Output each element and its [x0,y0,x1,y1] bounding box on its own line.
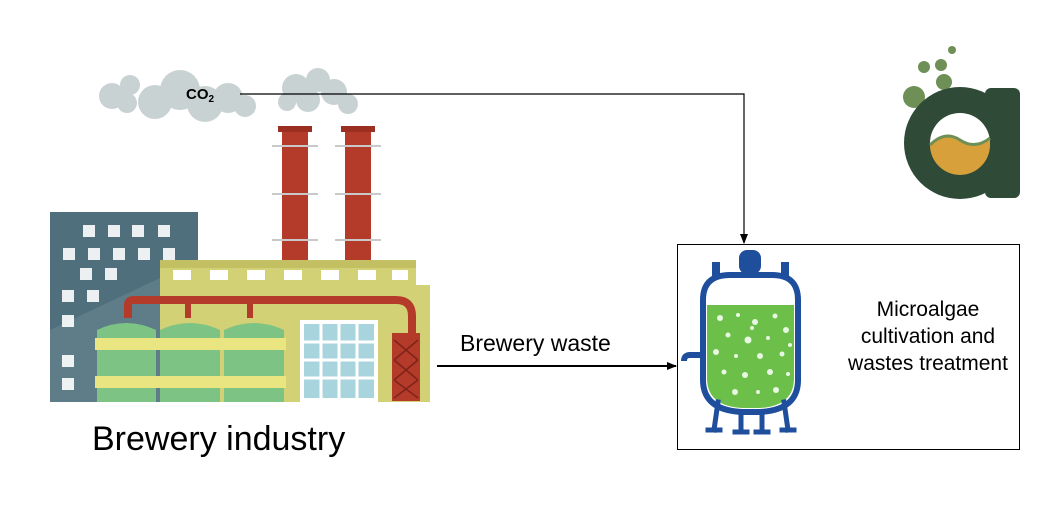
microalgae-process-label: Microalgae cultivation and wastes treatm… [838,296,1018,377]
process-label-line: wastes treatment [848,352,1008,375]
process-label-line: Microalgae [876,298,980,321]
factory-icon [50,126,430,402]
brewery-waste-label: Brewery waste [460,330,611,356]
smoke-cloud-icon [99,68,358,122]
co2-label: CO2 [186,86,214,105]
bioreactor-icon [681,250,801,435]
process-label-line: cultivation and [860,325,996,348]
brewery-industry-label: Brewery industry [92,420,346,458]
co2-subscript: 2 [208,94,215,105]
algae-logo-icon [903,46,1020,199]
microalgae-process-box [677,244,1020,450]
co2-arrow [240,93,748,244]
co2-text: CO [186,86,209,103]
